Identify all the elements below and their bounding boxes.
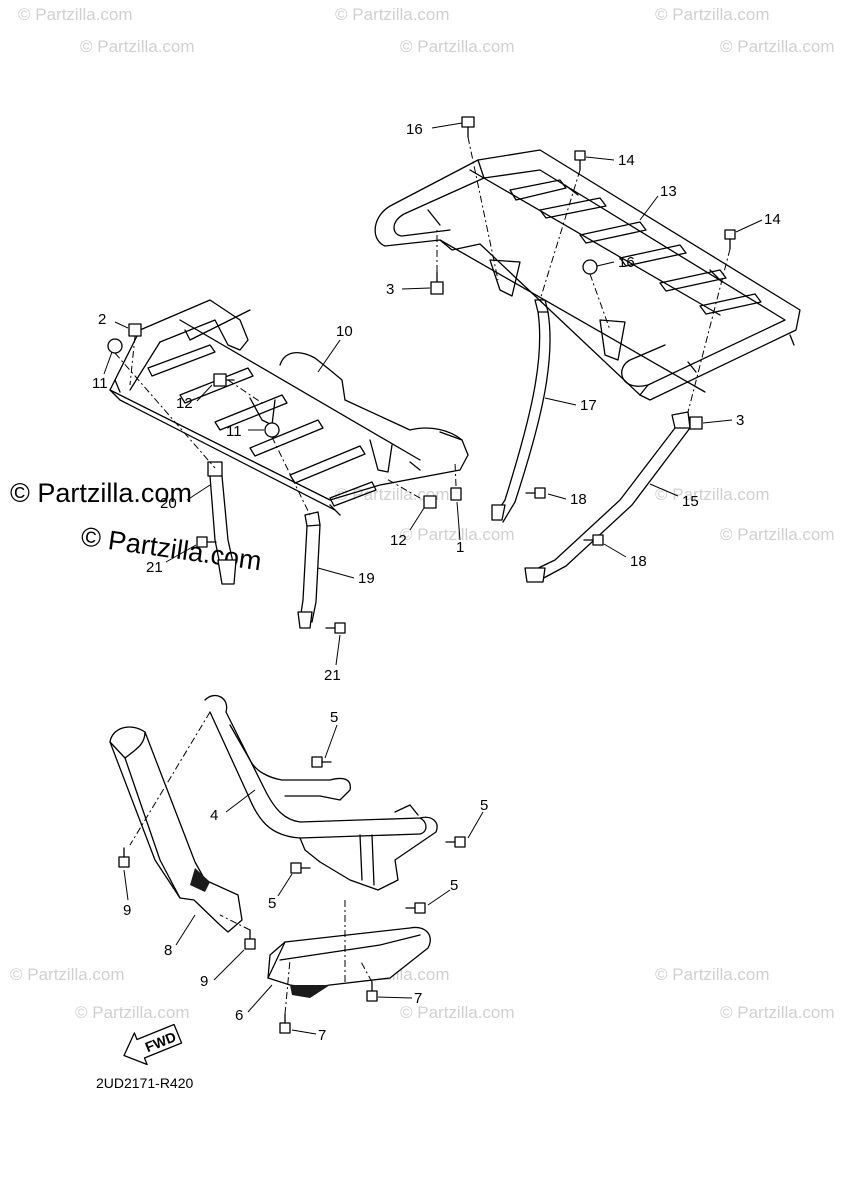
watermark: © Partzilla.com [720, 1003, 835, 1022]
watermark: © Partzilla.com [400, 525, 515, 544]
callout: 18 [570, 491, 587, 508]
bolt-5 [311, 756, 332, 768]
stay-17 [491, 299, 551, 523]
callout: 12 [390, 532, 407, 549]
nut-11 [107, 338, 123, 354]
watermark: © Partzilla.com [655, 5, 770, 24]
watermark: © Partzilla.com [335, 5, 450, 24]
callouts: 16 14 13 14 16 3 3 17 15 18 18 10 2 11 1… [92, 121, 781, 1044]
callout: 12 [176, 395, 193, 412]
callout: 20 [160, 495, 177, 512]
callout: 4 [210, 807, 218, 824]
callout: 16 [618, 254, 635, 271]
bolt-5 [405, 902, 426, 914]
watermark: © Partzilla.com [80, 37, 195, 56]
callout: 19 [358, 570, 375, 587]
callout: 5 [330, 709, 338, 726]
bolt-12 [423, 495, 437, 509]
bolt-5 [290, 862, 311, 874]
nut-11 [264, 422, 280, 438]
callout: 10 [336, 323, 353, 340]
rear-carrier-13 [374, 149, 801, 401]
callout: 7 [318, 1027, 326, 1044]
bolt-3 [430, 271, 444, 295]
callout: 17 [580, 397, 597, 414]
watermark: © Partzilla.com [75, 1003, 190, 1022]
callout: 3 [736, 412, 744, 429]
nut-16 [582, 259, 598, 275]
watermark: © Partzilla.com [655, 485, 770, 504]
leader-lines [103, 122, 763, 1035]
bolt-21 [325, 622, 346, 634]
bolt-14 [724, 229, 736, 250]
watermark: © Partzilla.com [18, 5, 133, 24]
watermark-large: © Partzilla.com [10, 478, 192, 508]
bolt-18 [525, 487, 546, 499]
callout: 16 [406, 121, 423, 138]
callout: 18 [630, 553, 647, 570]
callout: 8 [164, 942, 172, 959]
diagram-ref-code: 2UD2171-R420 [96, 1075, 193, 1091]
bolt-3 [689, 416, 703, 430]
bolt-9 [244, 929, 256, 950]
callout: 5 [480, 797, 488, 814]
callout: 5 [450, 877, 458, 894]
bolt-12 [213, 373, 235, 387]
callout: 9 [123, 902, 131, 919]
bolt-14 [574, 150, 586, 171]
watermark: © Partzilla.com [720, 525, 835, 544]
callout: 3 [386, 281, 394, 298]
watermark: © Partzilla.com [400, 1003, 515, 1022]
callout: 1 [456, 539, 464, 556]
bolt-1 [450, 487, 462, 501]
watermark: © Partzilla.com [720, 37, 835, 56]
callout: 2 [98, 311, 106, 328]
bolt-9 [118, 847, 130, 868]
bolt-7 [279, 1013, 291, 1034]
watermark: © Partzilla.com [10, 965, 125, 984]
callout: 13 [660, 183, 677, 200]
bolt-21 [196, 536, 217, 548]
fwd-arrow: FWD [123, 1023, 183, 1066]
callout: 15 [682, 493, 699, 510]
callout: 7 [414, 990, 422, 1007]
watermark: © Partzilla.com [655, 965, 770, 984]
front-guard-4 [204, 695, 438, 891]
bolt-2 [128, 323, 142, 337]
callout: 14 [618, 152, 635, 169]
callout: 9 [200, 973, 208, 990]
watermarks: © Partzilla.com © Partzilla.com © Partzi… [10, 5, 835, 1022]
callout: 6 [235, 1007, 243, 1024]
callout: 21 [324, 667, 341, 684]
callout: 11 [226, 423, 242, 440]
assembly-lines [114, 136, 731, 1015]
watermark: © Partzilla.com [400, 37, 515, 56]
callout: 11 [92, 375, 108, 392]
guard-6 [267, 926, 431, 998]
stay-20 [207, 461, 237, 585]
bolt-18 [583, 534, 604, 546]
callout: 21 [146, 559, 163, 576]
bolt-7 [366, 981, 378, 1002]
bolt-5 [445, 836, 466, 848]
bolt-16 [461, 116, 475, 138]
skid-plate-8 [109, 726, 243, 933]
callout: 14 [764, 211, 781, 228]
callout: 5 [268, 895, 276, 912]
stay-19 [297, 511, 321, 629]
